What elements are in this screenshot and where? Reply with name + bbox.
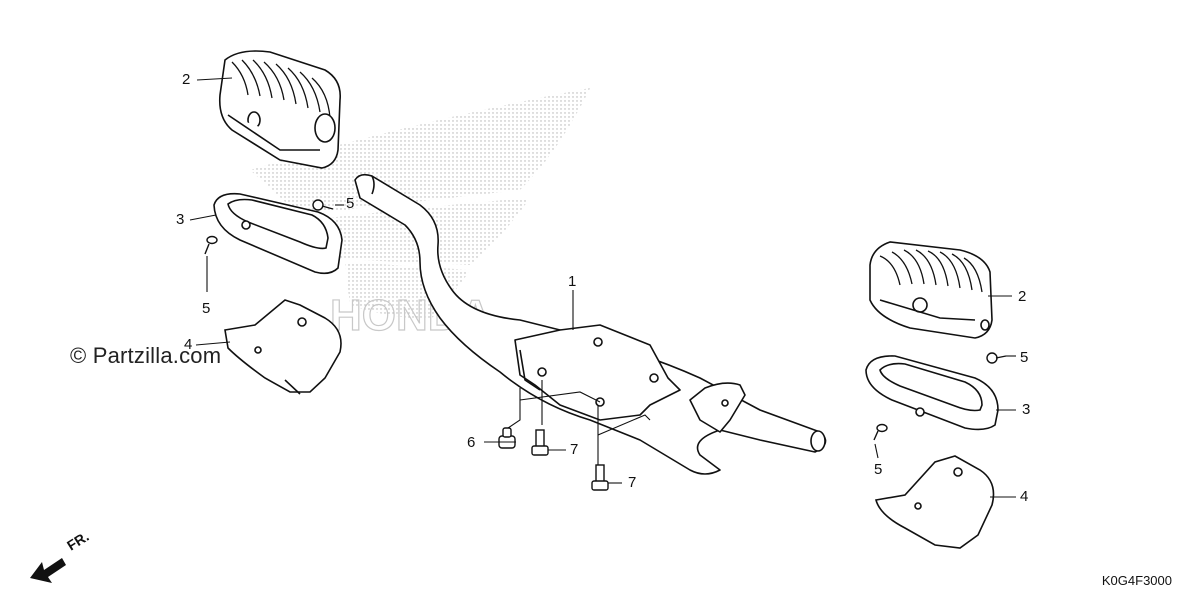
left-step-rubber bbox=[218, 50, 342, 169]
right-step-holder bbox=[865, 355, 999, 431]
leader-lines bbox=[189, 77, 1016, 498]
main-step-bar bbox=[354, 173, 827, 475]
callout-7-a: 7 bbox=[570, 441, 579, 458]
partzilla-watermark: © Partzilla.com bbox=[70, 343, 222, 368]
callout-5-right-low: 5 bbox=[874, 461, 883, 478]
screw-left-top bbox=[312, 199, 334, 211]
callout-2-left: 2 bbox=[182, 71, 191, 88]
left-step-holder bbox=[213, 192, 343, 275]
callout-7-b: 7 bbox=[628, 474, 637, 491]
callout-5-left-top: 5 bbox=[346, 195, 355, 212]
callout-5-left-mid: 5 bbox=[202, 300, 211, 317]
left-step-cover bbox=[224, 299, 342, 395]
callout-4-left: 4 bbox=[184, 336, 193, 353]
callout-2-right: 2 bbox=[1018, 288, 1027, 305]
arrow-front-icon bbox=[30, 558, 66, 583]
right-step-cover bbox=[875, 455, 995, 549]
callout-1: 1 bbox=[568, 273, 577, 290]
screw-right-low bbox=[873, 423, 888, 441]
screw-left-mid bbox=[204, 235, 218, 255]
bolt-7a bbox=[531, 429, 549, 456]
diagram-code: K0G4F3000 bbox=[1101, 573, 1172, 588]
callout-4-right: 4 bbox=[1020, 488, 1029, 505]
callout-6: 6 bbox=[467, 434, 476, 451]
bolt-7b bbox=[591, 464, 609, 491]
nut-6 bbox=[498, 427, 516, 449]
callout-3-left: 3 bbox=[176, 211, 185, 228]
screw-right-mid bbox=[986, 352, 1007, 364]
right-step-rubber bbox=[869, 241, 993, 339]
callout-3-right: 3 bbox=[1022, 401, 1031, 418]
callout-5-right-mid: 5 bbox=[1020, 349, 1029, 366]
